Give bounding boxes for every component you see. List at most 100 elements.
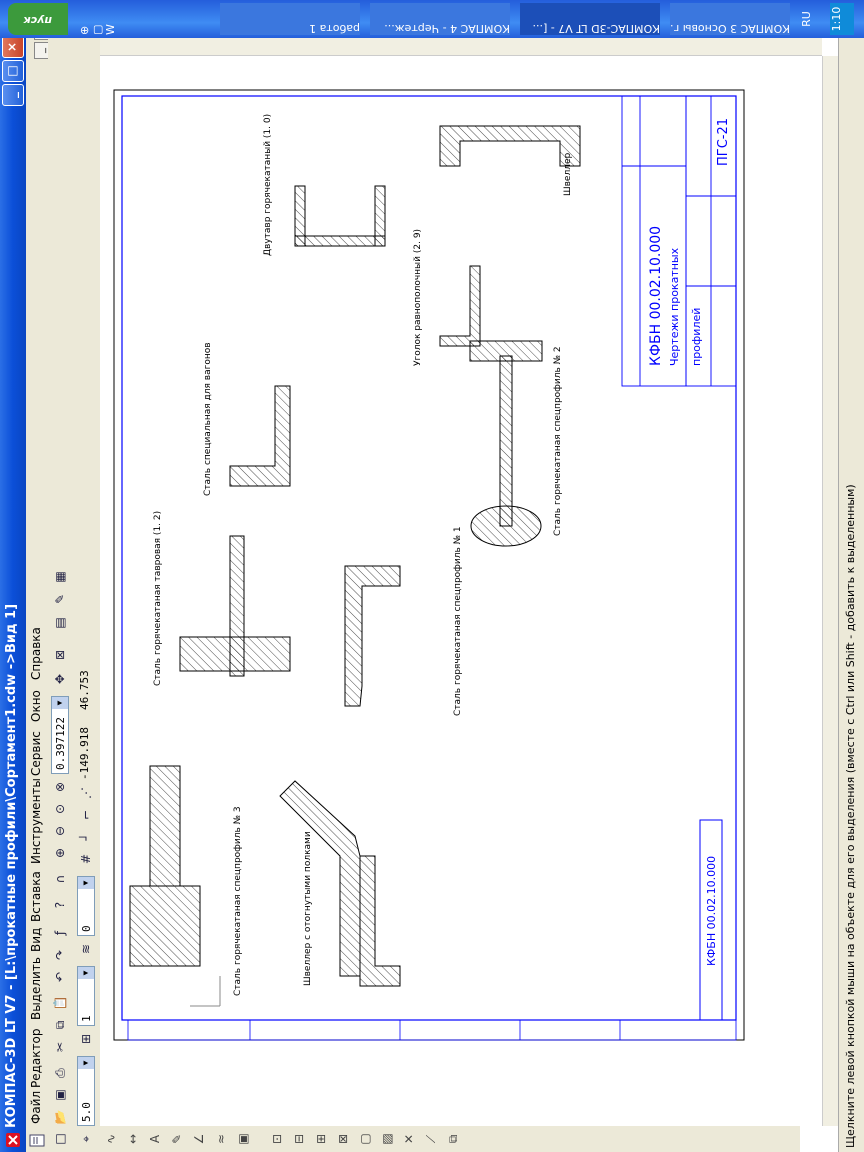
save-icon[interactable]: ▣ — [53, 1089, 67, 1101]
window-title: КОМПАС-3D LT V7 - [L:\прокатные профили\… — [4, 603, 19, 1128]
menu-help[interactable]: Справка — [29, 627, 43, 680]
layer-combo[interactable]: 0▼ — [77, 876, 95, 936]
label-prof3: Сталь горячекатаная спецпрофиль № 3 — [233, 806, 243, 996]
hatch-tool-icon[interactable]: ▨ — [380, 1133, 394, 1145]
edit-tool-icon[interactable]: ✎ — [170, 1133, 184, 1145]
point-tool-icon[interactable]: ⊡ — [270, 1133, 284, 1145]
local-cs-icon[interactable]: ┘ — [79, 833, 93, 841]
close-button[interactable]: × — [2, 36, 24, 58]
rect-tool-icon[interactable]: ▢ — [358, 1133, 372, 1145]
show-all-icon[interactable]: ⊠ — [53, 649, 67, 661]
layout-icon[interactable]: ▦ — [53, 571, 67, 583]
select-tool-icon[interactable]: ▣ — [236, 1133, 250, 1145]
task-rabota[interactable]: работа 1 — [220, 3, 360, 35]
word-icon[interactable]: W — [104, 24, 117, 35]
edit-tool-icon[interactable]: ✎ — [53, 593, 67, 605]
profile-special-wagons — [229, 385, 291, 487]
view-icon[interactable]: ⊞ — [79, 1033, 93, 1045]
profile-special-1 — [344, 565, 401, 707]
zoom-out-icon[interactable]: ⊖ — [53, 825, 67, 837]
function-icon[interactable]: ƒ — [53, 930, 67, 936]
minimize-button[interactable]: _ — [2, 84, 24, 106]
label-prof1: Сталь горячекатаная спецпрофиль № 1 — [453, 526, 463, 716]
grid-icon[interactable]: # — [79, 853, 93, 865]
title-line2: профилей — [690, 308, 703, 366]
drawing-canvas[interactable]: КФБН 00.02.10.000 КФБН 00.02.10.000 Черт… — [100, 56, 822, 1126]
open-file-icon[interactable]: 📂 — [53, 1109, 67, 1125]
quick-launch: ⊕▢W — [78, 3, 208, 35]
explorer-icon[interactable]: ▢ — [91, 24, 104, 35]
zoom-window-icon[interactable]: ⊙ — [53, 803, 67, 815]
standard-toolbar: □ 📂 ▣ ⎙ ✂ ⧉ 📋 ↶ ↷ ƒ ? ∩ ⊕ ⊖ ⊙ ⊗ 0.397122… — [48, 0, 75, 1152]
pan-icon[interactable]: ✥ — [53, 673, 67, 685]
view-combo[interactable]: 1▼ — [77, 966, 95, 1026]
trim-tool-icon[interactable]: ⟋ — [424, 1134, 438, 1144]
status-message: Щелкните левой кнопкой мыши на объекте д… — [844, 484, 857, 1148]
menu-insert[interactable]: Вставка — [29, 871, 43, 922]
title-bar[interactable]: КОМПАС-3D LT V7 - [L:\прокатные профили\… — [0, 0, 26, 1152]
redo-icon[interactable]: ↷ — [53, 949, 67, 961]
ortho-icon[interactable]: ⌐ — [79, 809, 93, 821]
ie-icon[interactable]: ⊕ — [78, 25, 91, 35]
undo-icon[interactable]: ↶ — [53, 971, 67, 983]
kompas-app-icon — [6, 1133, 20, 1147]
print-icon[interactable]: ⎙ — [53, 1068, 67, 1078]
sheet-code: ПГС-21 — [716, 118, 731, 166]
start-button[interactable]: пуск — [8, 3, 68, 35]
menu-view[interactable]: Вид — [29, 927, 43, 952]
menu-file[interactable]: Файл — [29, 1090, 43, 1124]
title-line1: Чертежи прокатных — [668, 247, 681, 366]
menu-tools[interactable]: Инструменты — [29, 778, 43, 864]
layer-icon[interactable]: ≋ — [79, 943, 93, 955]
vertical-scrollbar[interactable] — [100, 37, 822, 56]
profile-bent-channel — [279, 780, 401, 987]
properties-icon[interactable]: ▤ — [53, 617, 67, 629]
chevron-down-icon: ▼ — [78, 1057, 94, 1069]
zoom-scale-icon[interactable]: ⊗ — [53, 781, 67, 793]
line-tool-icon[interactable]: ⊟ — [292, 1133, 306, 1145]
profile-special-2 — [469, 340, 543, 547]
task-kompas4[interactable]: КОМПАС 4 - Чертеж... — [370, 3, 510, 35]
help-pointer-icon[interactable]: ? — [53, 901, 67, 909]
left-strip — [127, 1019, 737, 1041]
chevron-down-icon: ▼ — [78, 877, 94, 889]
chevron-down-icon: ▼ — [52, 697, 68, 709]
new-file-icon[interactable]: □ — [53, 1133, 67, 1145]
arc-tool-icon[interactable]: ⊠ — [336, 1133, 350, 1145]
profile-ibeam — [294, 185, 386, 247]
zoom-in-icon[interactable]: ⊕ — [53, 847, 67, 859]
menu-service[interactable]: Сервис — [29, 731, 43, 776]
intersect-tool-icon[interactable]: ✕ — [402, 1133, 416, 1145]
dimensions-tool-icon[interactable]: ↔ — [126, 1133, 140, 1145]
parametric-tool-icon[interactable]: ∠ — [192, 1133, 206, 1145]
circle-tool-icon[interactable]: ⊞ — [314, 1133, 328, 1145]
symbols-tool-icon[interactable]: A — [148, 1134, 162, 1144]
title-block-code: КФБН 00.02.10.000 — [648, 226, 664, 366]
measure-tool-icon[interactable]: ≈ — [214, 1133, 228, 1145]
stamp-code-box — [699, 819, 723, 1021]
paste-icon[interactable]: 📋 — [53, 995, 67, 1011]
copy-props-icon[interactable]: ⧉ — [446, 1134, 460, 1144]
copy-icon[interactable]: ⧉ — [53, 1020, 67, 1030]
geometry-tool-icon[interactable]: ∿ — [104, 1133, 118, 1145]
label-channel: Швеллер — [563, 152, 573, 196]
label-tee: Сталь горячекатаная тавровая (1. 2) — [153, 511, 163, 686]
label-special: Сталь специальная для вагонов — [203, 342, 213, 496]
task-kompas3-osnovy[interactable]: КОМПАС 3 Основы г... — [670, 3, 790, 35]
profile-special-3 — [129, 765, 201, 967]
magnet-icon[interactable]: ∩ — [53, 874, 67, 884]
stamp-code-top: КФБН 00.02.10.000 — [705, 856, 718, 966]
task-kompas3d[interactable]: КОМПАС-3D LT V7 - [... — [520, 3, 660, 35]
compact-panel: ∿ ↔ A ✎ ∠ ≈ ▣ ⊡ ⊟ ⊞ ⊠ ▢ ▨ ✕ ⟋ ⧉ — [100, 1125, 800, 1152]
menu-window[interactable]: Окно — [29, 690, 43, 722]
menu-edit[interactable]: Редактор — [29, 1028, 43, 1088]
menu-select[interactable]: Выделить — [29, 957, 43, 1020]
step-combo[interactable]: 5.0▼ — [77, 1056, 95, 1126]
scale-combo[interactable]: 0.397122▼ — [51, 696, 69, 774]
cut-icon[interactable]: ✂ — [53, 1041, 67, 1053]
lang-indicator[interactable]: RU — [800, 11, 813, 27]
document-icon — [29, 1134, 45, 1147]
step-cursor-icon[interactable]: ⌖ — [79, 1135, 93, 1143]
maximize-button[interactable]: □ — [2, 60, 24, 82]
